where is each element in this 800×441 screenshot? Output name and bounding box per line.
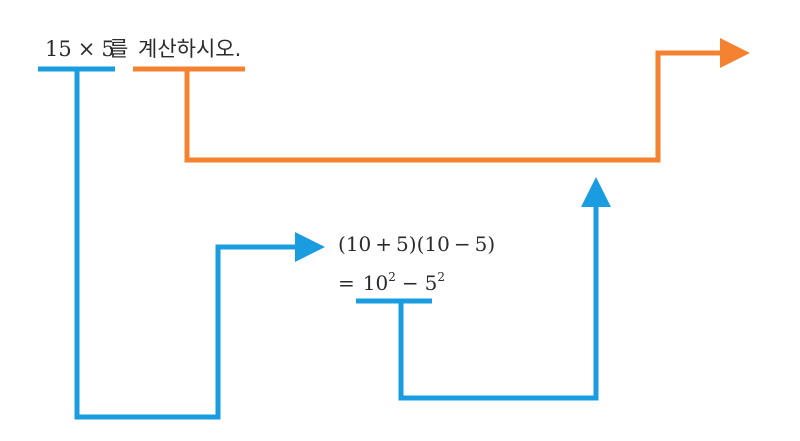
problem-expression: 15×5 <box>45 37 115 61</box>
difference-of-squares: =102−52 <box>338 270 445 295</box>
problem-rhs: 5 <box>101 37 114 61</box>
factored-expression: (10+5)(10−5) <box>338 232 495 256</box>
times-symbol: × <box>78 37 96 61</box>
problem-lhs: 15 <box>45 37 72 61</box>
problem-instruction: 계산하시오. <box>138 37 241 61</box>
blue-flow-arrow-to-factored <box>74 69 325 420</box>
orange-flow-arrow <box>184 38 750 163</box>
blue-flow-arrow-to-result <box>398 177 611 401</box>
problem-particle: 를 <box>109 37 128 61</box>
